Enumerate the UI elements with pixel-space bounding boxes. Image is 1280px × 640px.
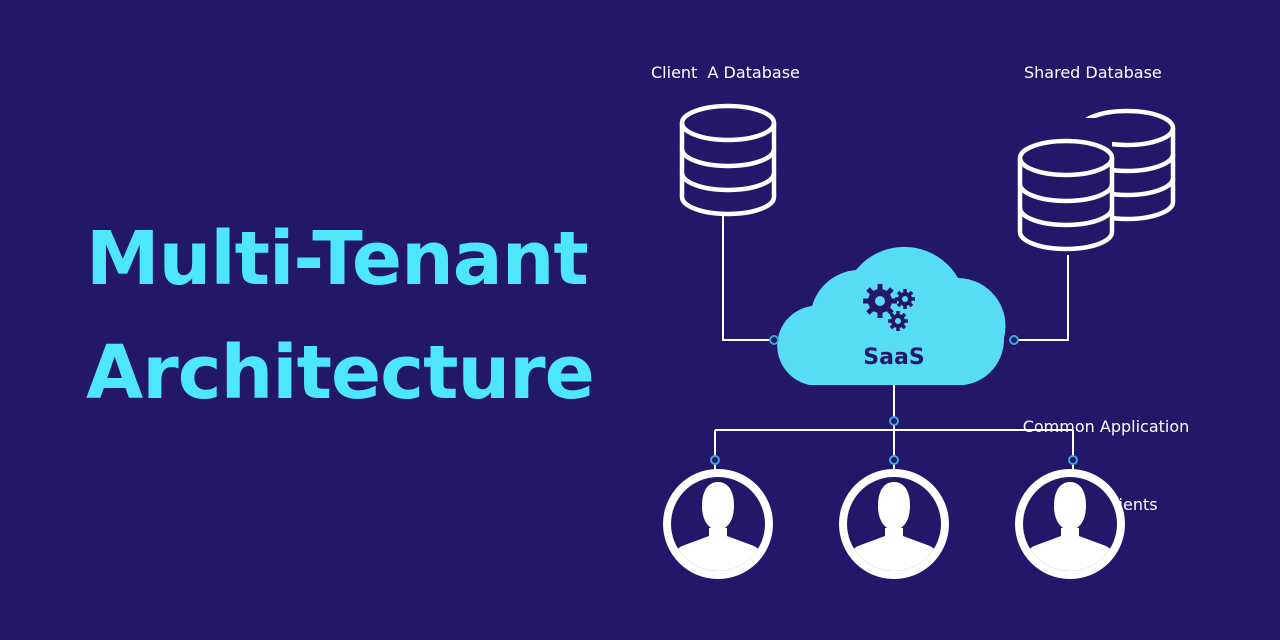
client-a-link <box>722 212 774 341</box>
tenant-3-user-icon <box>1015 469 1125 584</box>
connector-dot-tenant-1 <box>710 455 720 465</box>
connector-dot-tenant-3 <box>1068 455 1078 465</box>
connector-dot-shared <box>1009 335 1019 345</box>
connector-dot-tenant-2 <box>889 455 899 465</box>
connector-dot-cloud-bottom <box>889 416 899 426</box>
saas-label: SaaS <box>863 345 924 370</box>
common-application-line-1: Common Application <box>1022 417 1190 436</box>
saas-cloud: SaaS <box>777 246 1006 385</box>
gears-icon <box>863 284 915 331</box>
title-line-1: Multi-Tenant <box>86 216 589 302</box>
connector-dot-client-a <box>769 335 779 345</box>
title-line-2: Architecture <box>86 330 595 416</box>
client-a-database-icon <box>682 83 774 214</box>
shared-database-icon <box>1020 88 1173 249</box>
tenant-1-user-icon <box>663 469 773 584</box>
client-a-database-label: Client A Database <box>651 63 800 82</box>
shared-db-link <box>1014 255 1069 341</box>
shared-database-label: Shared Database <box>1024 63 1162 82</box>
connector-dots <box>710 335 1078 465</box>
tenant-2-user-icon <box>839 469 949 584</box>
